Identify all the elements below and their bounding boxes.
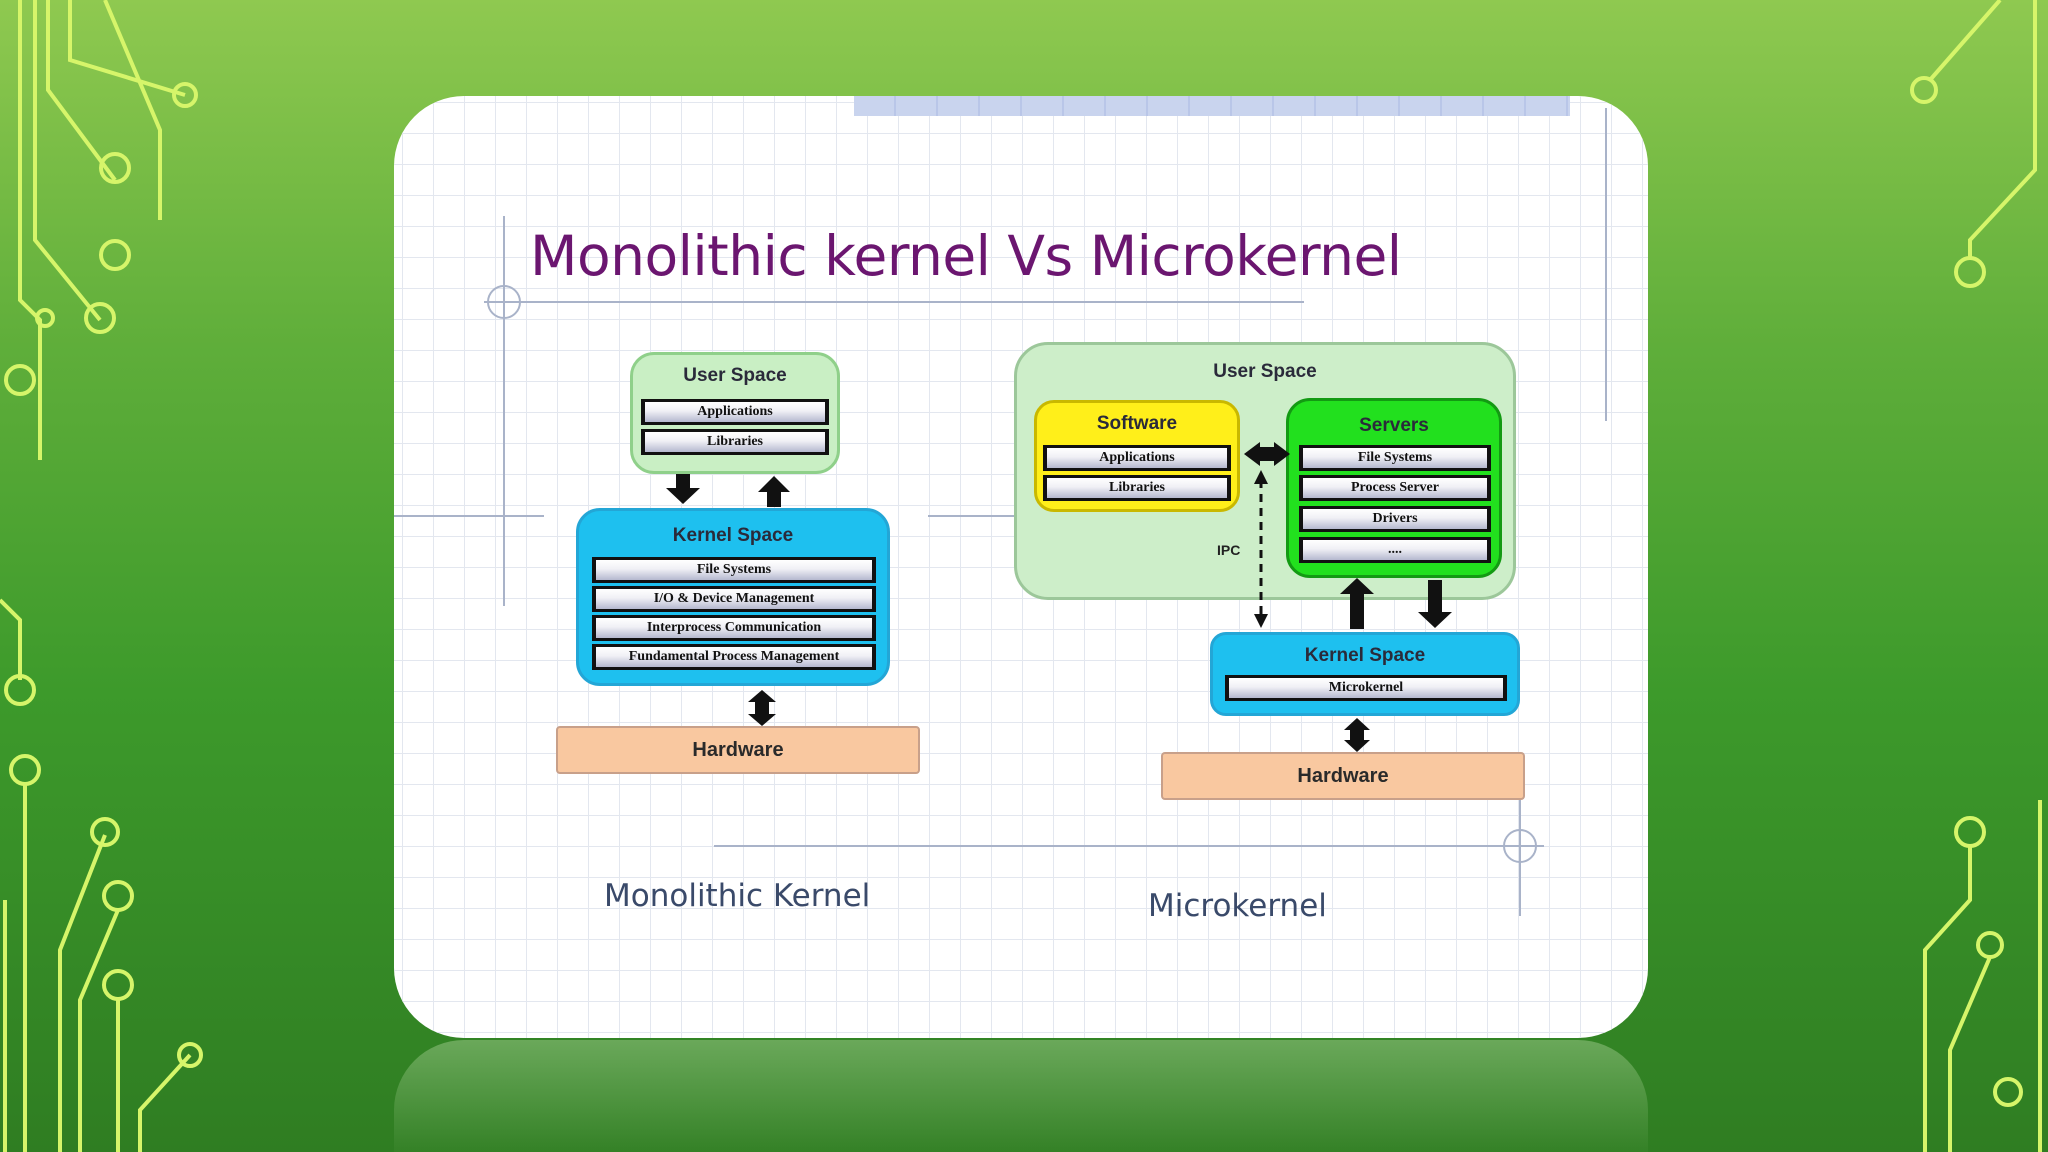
monolithic-caption: Monolithic Kernel — [604, 878, 871, 914]
mono-user-space-label: User Space — [683, 365, 787, 386]
mono-kernel-space-box: Kernel Space File Systems I/O & Device M… — [576, 508, 890, 686]
micro-servers-row-process-server: Process Server — [1299, 475, 1491, 501]
mono-user-row-libraries: Libraries — [641, 429, 829, 455]
micro-kernel-space-box: Kernel Space Microkernel — [1210, 632, 1520, 716]
micro-hardware-box: Hardware — [1161, 752, 1525, 800]
mono-user-row-applications: Applications — [641, 399, 829, 425]
microkernel-caption: Microkernel — [1148, 888, 1327, 924]
micro-double-arrow-icon — [1344, 718, 1370, 752]
software-servers-double-arrow-icon — [1244, 442, 1290, 466]
micro-down-arrow-icon — [1418, 580, 1452, 628]
top-accent-bar — [854, 96, 1570, 116]
micro-servers-row-file-systems: File Systems — [1299, 445, 1491, 471]
micro-kernel-space-label: Kernel Space — [1304, 645, 1426, 666]
micro-software-row-applications: Applications — [1043, 445, 1231, 471]
diagram-arrows — [666, 442, 1452, 752]
micro-software-row-libraries: Libraries — [1043, 475, 1231, 501]
mono-kernel-row-io-device: I/O & Device Management — [592, 586, 876, 612]
mono-kernel-row-file-systems: File Systems — [592, 557, 876, 583]
slide: Monolithic kernel Vs Microkernel User Sp… — [394, 96, 1648, 1038]
mono-double-arrow-icon — [748, 690, 776, 726]
micro-servers-row-more: .... — [1299, 537, 1491, 563]
micro-servers-row-drivers: Drivers — [1299, 506, 1491, 532]
ipc-dashed-arrow-icon — [1254, 470, 1268, 628]
micro-servers-box: Servers File Systems Process Server Driv… — [1286, 398, 1502, 578]
mono-user-space-box: User Space Applications Libraries — [630, 352, 840, 474]
mono-down-arrow-icon — [666, 474, 700, 504]
micro-user-space-label: User Space — [1213, 361, 1317, 382]
micro-software-box: Software Applications Libraries — [1034, 400, 1240, 512]
slide-title: Monolithic kernel Vs Microkernel — [530, 224, 1402, 288]
mono-up-arrow-icon — [758, 476, 790, 507]
ipc-label: IPC — [1217, 542, 1241, 558]
micro-servers-label: Servers — [1359, 415, 1429, 436]
mono-kernel-space-label: Kernel Space — [672, 525, 794, 546]
slide-reflection — [394, 1040, 1648, 1152]
micro-up-arrow-icon — [1340, 578, 1374, 629]
mono-kernel-row-ipc: Interprocess Communication — [592, 615, 876, 641]
mono-kernel-row-process-mgmt: Fundamental Process Management — [592, 644, 876, 670]
micro-kernel-row-microkernel: Microkernel — [1225, 675, 1507, 701]
slide-guide-lines — [394, 108, 1607, 916]
mono-hardware-box: Hardware — [556, 726, 920, 774]
micro-software-label: Software — [1096, 413, 1178, 434]
